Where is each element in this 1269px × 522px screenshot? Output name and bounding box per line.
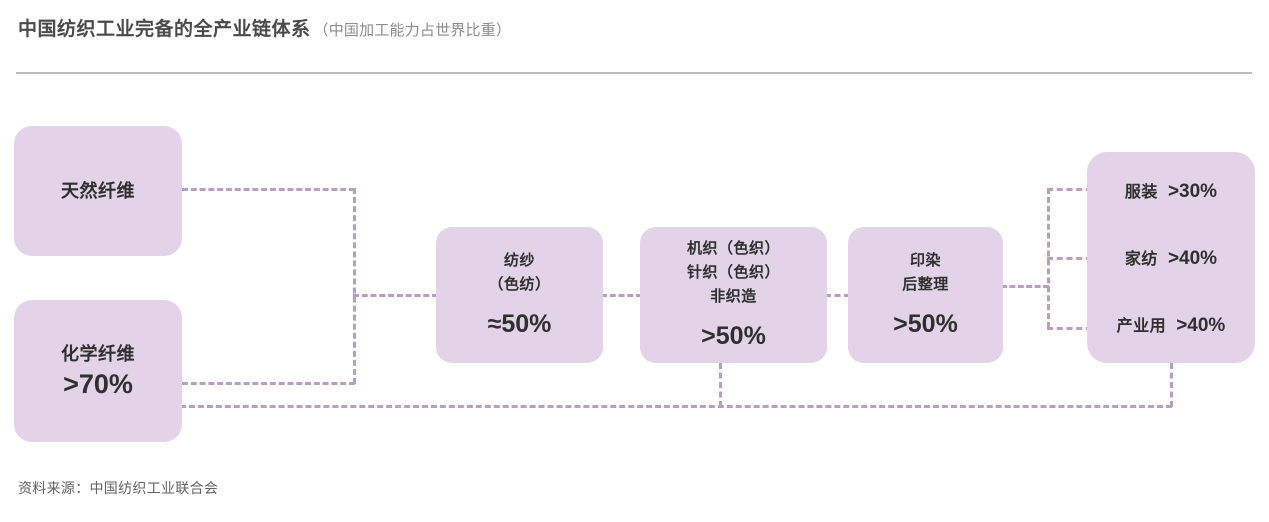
connector-dyeing-to-enduse-fork — [1001, 285, 1049, 288]
node-spinning[interactable]: 纺纱 （色纺） ≈50% — [436, 227, 603, 363]
end-use-row-home-textile[interactable]: 家纺 >40% — [1087, 245, 1255, 270]
connector-fabric-drop-to-bypass — [719, 363, 722, 407]
header-divider — [16, 72, 1252, 74]
connector-fabric-to-dyeing — [825, 294, 850, 297]
node-dyeing-line2: 后整理 — [902, 276, 949, 293]
node-chemical-fiber-percent: >70% — [63, 369, 133, 399]
connector-chemical-to-trunk — [182, 382, 355, 385]
source-note: 资料来源：中国纺织工业联合会 — [18, 480, 219, 496]
connector-enduse-branch-home — [1047, 257, 1092, 260]
node-spinning-line2: （色纺） — [488, 276, 551, 293]
node-spinning-line1: 纺纱 — [503, 252, 535, 269]
node-fabric-line1: 机织（色织） — [686, 240, 780, 257]
end-use-row-list: 服装 >30% 家纺 >40% 产业用 >40% — [1087, 152, 1255, 363]
end-use-percent-home-textile: >40% — [1167, 248, 1218, 269]
node-fabric[interactable]: 机织（色织） 针织（色织） 非织造 >50% — [640, 227, 827, 363]
node-dyeing-percent: >50% — [893, 310, 958, 338]
page-header: 中国纺织工业完备的全产业链体系 （中国加工能力占世界比重） — [18, 14, 511, 41]
connector-trunk-to-spinning — [353, 294, 438, 297]
end-use-percent-apparel: >30% — [1167, 181, 1218, 202]
node-chemical-fiber-label: 化学纤维 — [61, 344, 135, 364]
end-use-label-home-textile: 家纺 — [1124, 251, 1158, 268]
end-use-row-industrial[interactable]: 产业用 >40% — [1087, 312, 1255, 337]
node-spinning-percent: ≈50% — [487, 310, 552, 338]
end-use-row-apparel[interactable]: 服装 >30% — [1087, 178, 1255, 203]
connector-natural-to-trunk — [182, 188, 355, 191]
node-fabric-line3: 非织造 — [710, 288, 757, 305]
end-use-label-industrial: 产业用 — [1116, 318, 1167, 335]
page-subtitle: （中国加工能力占世界比重） — [313, 22, 512, 39]
node-end-uses[interactable]: 服装 >30% 家纺 >40% 产业用 >40% — [1087, 152, 1255, 363]
node-chemical-fiber[interactable]: 化学纤维 >70% — [14, 300, 182, 442]
end-use-percent-industrial: >40% — [1176, 315, 1226, 336]
end-use-label-apparel: 服装 — [1124, 184, 1158, 201]
node-fabric-line2: 针织（色织） — [686, 264, 780, 281]
node-fabric-percent: >50% — [701, 322, 766, 350]
node-natural-fiber-label: 天然纤维 — [61, 181, 135, 201]
page-title: 中国纺织工业完备的全产业链体系 — [18, 19, 311, 40]
connector-enduse-branch-industrial — [1047, 327, 1092, 330]
node-natural-fiber[interactable]: 天然纤维 — [14, 126, 182, 256]
connector-enduse-branch-apparel — [1047, 188, 1092, 191]
connector-fiber-trunk — [353, 188, 356, 384]
node-dyeing-line1: 印染 — [909, 252, 941, 269]
node-dyeing[interactable]: 印染 后整理 >50% — [848, 227, 1003, 363]
connector-spinning-to-fabric — [601, 294, 642, 297]
connector-bypass-riser-enduse — [1170, 363, 1173, 407]
connector-bypass-horizontal — [180, 405, 1172, 408]
